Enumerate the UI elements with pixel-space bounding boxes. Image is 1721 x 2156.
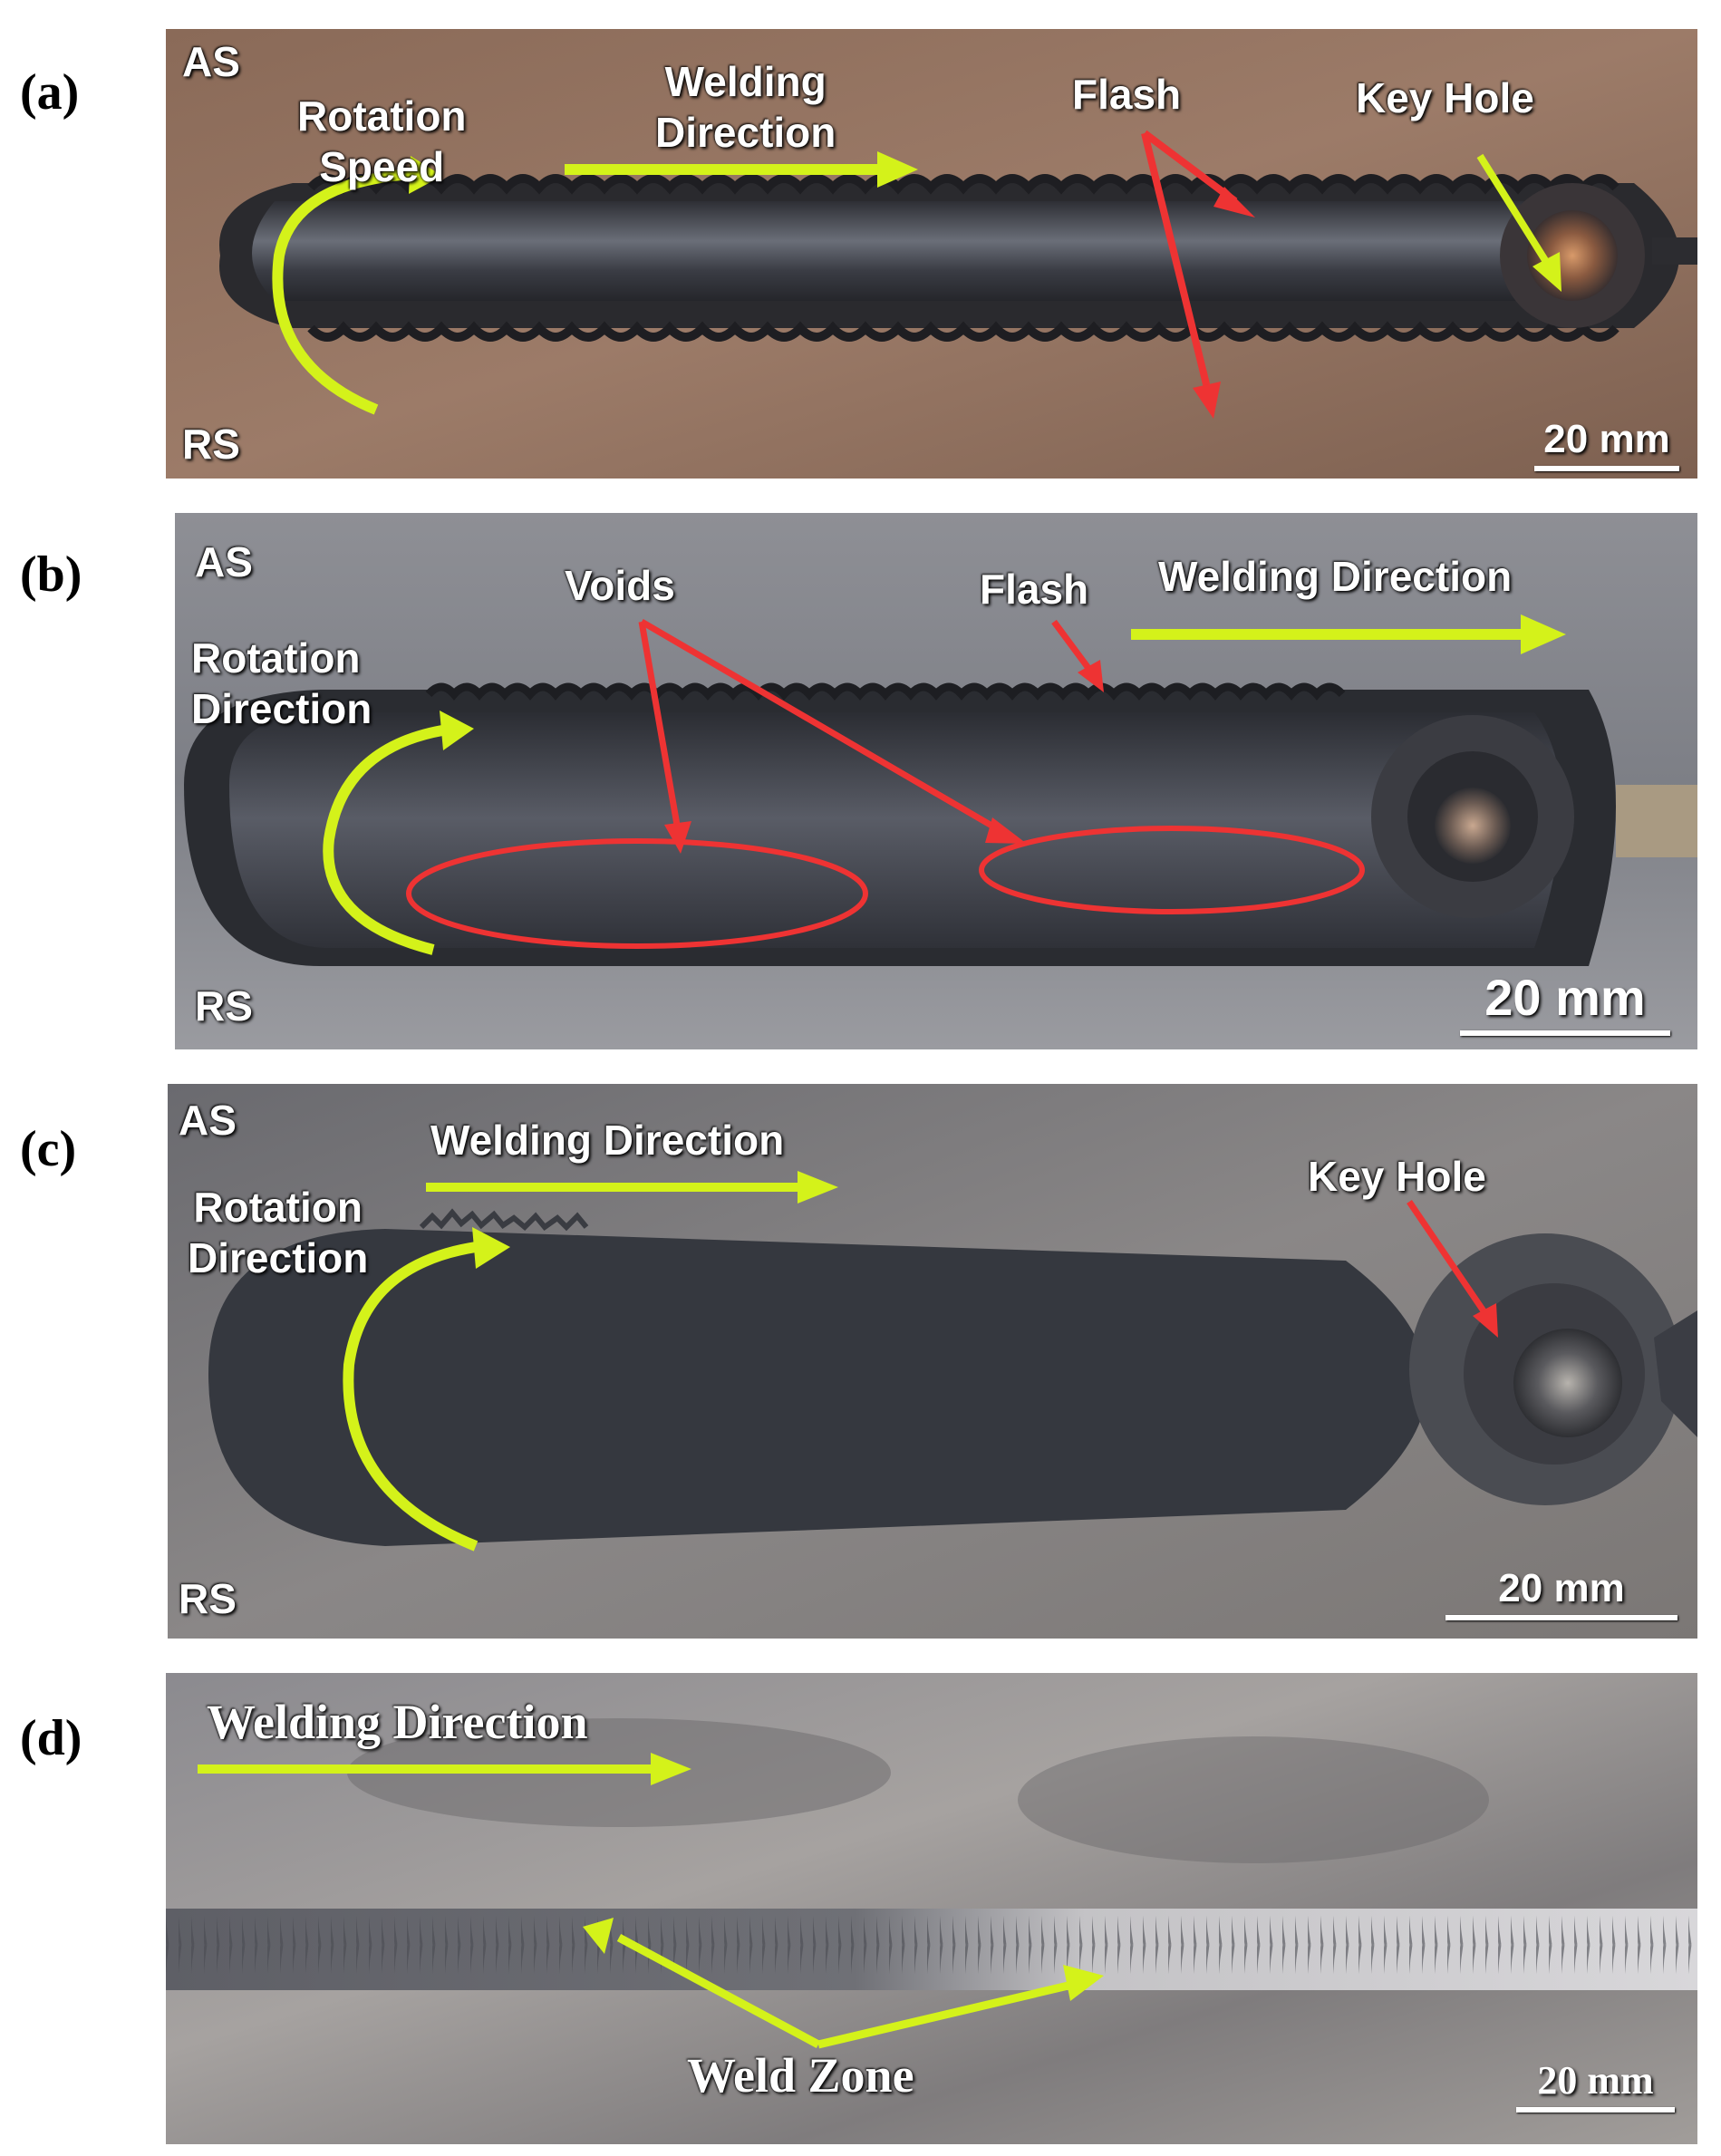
scale-bar-line	[1460, 1030, 1670, 1036]
photo-panel-c: AS RS Welding Direction Rotation Directi…	[168, 1084, 1697, 1639]
scale-bar-line	[1534, 466, 1679, 471]
scale-bar: 20 mm	[1460, 968, 1670, 1036]
as-label: AS	[182, 38, 240, 85]
flash-arrow-1	[1142, 130, 1238, 205]
flash-label: Flash	[1072, 71, 1182, 118]
rs-label: RS	[195, 982, 253, 1030]
flash-arrow-2	[1141, 132, 1212, 392]
void-ellipse-2	[979, 826, 1365, 914]
photo-panel-a: AS RS Rotation Speed Welding Direction F…	[166, 29, 1697, 479]
rotation-direction-label: Rotation Direction	[191, 634, 372, 733]
rs-label: RS	[182, 421, 240, 468]
scale-text: 20 mm	[1543, 417, 1670, 461]
voids-label: Voids	[565, 562, 675, 609]
flash-label: Flash	[980, 566, 1089, 613]
voids-arrow-2	[640, 618, 1006, 836]
welding-direction-label: Welding Direction	[1158, 553, 1513, 600]
photo-panel-b: AS RS Voids Flash Welding Direction Rota…	[175, 513, 1697, 1049]
welding-direction-label: Welding Direction	[430, 1117, 785, 1164]
keyhole-arrow	[1476, 153, 1552, 267]
rotation-arrow	[343, 1242, 479, 1552]
weld-photo-a	[166, 29, 1697, 479]
scale-bar: 20 mm	[1516, 2057, 1675, 2112]
photo-panel-d: Welding Direction Weld Zone 20 mm	[166, 1673, 1697, 2144]
weld-photo-d	[166, 1673, 1697, 2144]
panel-label-d: (d)	[20, 1710, 82, 1766]
scale-bar-line	[1445, 1615, 1677, 1620]
welding-direction-label: Welding Direction	[207, 1695, 588, 1749]
panel-label-a: (a)	[20, 64, 80, 121]
rotation-arrow	[272, 169, 411, 415]
flash-arrow	[1051, 619, 1096, 677]
rotation-arrow	[323, 725, 444, 955]
panel-label-b: (b)	[20, 546, 82, 603]
rotation-direction-label: Rotation Direction	[188, 1184, 369, 1282]
voids-arrow-1	[638, 621, 682, 831]
keyhole-label: Key Hole	[1308, 1153, 1486, 1200]
scale-bar: 20 mm	[1534, 417, 1679, 471]
weld-photo-b	[175, 513, 1697, 1049]
scale-bar: 20 mm	[1445, 1566, 1677, 1620]
keyhole-label: Key Hole	[1356, 74, 1534, 121]
weld-zone-arrow-2	[817, 1980, 1074, 2049]
scale-text: 20 mm	[1537, 2058, 1654, 2103]
void-ellipse-1	[406, 838, 868, 949]
weld-zone-arrow-1	[616, 1934, 821, 2048]
keyhole-arrow	[1407, 1200, 1489, 1317]
rotation-speed-label: Rotation Speed	[297, 92, 467, 191]
as-label: AS	[179, 1097, 237, 1144]
scale-text: 20 mm	[1484, 969, 1646, 1026]
as-label: AS	[195, 538, 253, 585]
panel-label-c: (c)	[20, 1121, 77, 1177]
welding-direction-label: Welding Direction	[655, 58, 836, 157]
weld-zone-label: Weld Zone	[687, 2048, 914, 2103]
rs-label: RS	[179, 1575, 237, 1622]
weld-photo-c	[168, 1084, 1697, 1639]
scale-bar-line	[1516, 2107, 1675, 2112]
scale-text: 20 mm	[1498, 1566, 1625, 1610]
